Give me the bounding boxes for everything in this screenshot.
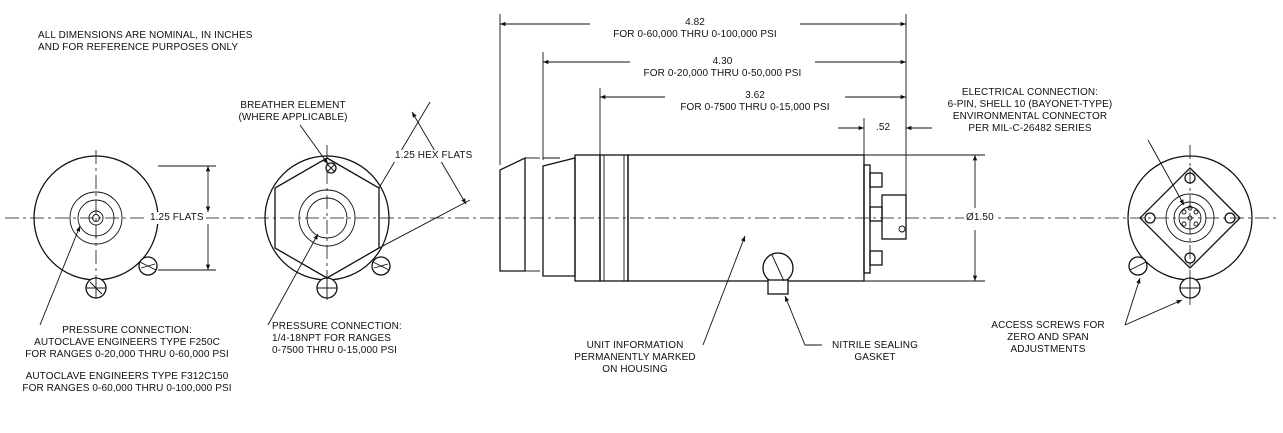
hex-flats-dim: 1.25 HEX FLATS — [393, 150, 475, 162]
front-pc-alt-line-1: AUTOCLAVE ENGINEERS TYPE F312C150 — [25, 371, 229, 382]
hex-pc-line-2: 1/4-18NPT FOR RANGES — [272, 333, 392, 344]
breather-line-2: (WHERE APPLICABLE) — [238, 112, 348, 123]
breather-element-note: BREATHER ELEMENT (WHERE APPLICABLE) — [228, 100, 358, 124]
unit-info-line-1: UNIT INFORMATION — [586, 340, 684, 351]
access-screws-note: ACCESS SCREWS FOR ZERO AND SPAN ADJUSTME… — [978, 320, 1118, 356]
front-view — [33, 150, 216, 326]
front-screw-bottom — [85, 277, 107, 299]
dim-4-82-range: FOR 0-60,000 THRU 0-100,000 PSI — [613, 29, 777, 40]
dim-3-62-range: FOR 0-7500 THRU 0-15,000 PSI — [680, 102, 830, 113]
unit-info-line-2: PERMANENTLY MARKED — [574, 352, 696, 363]
dim-4-30-value: 4.30 — [712, 56, 733, 67]
hex-view — [264, 101, 471, 326]
gasket-note: NITRILE SEALING GASKET — [820, 340, 930, 364]
rear-screw-bottom — [1179, 277, 1201, 299]
gasket-line-2: GASKET — [854, 352, 896, 363]
hex-screw-right — [371, 256, 391, 276]
side-view — [499, 14, 985, 346]
dim-4-30: 4.30 FOR 0-20,000 THRU 0-50,000 PSI — [630, 56, 815, 80]
electrical-line-3: ENVIRONMENTAL CONNECTOR — [952, 111, 1108, 122]
electrical-line-4: PER MIL-C-26482 SERIES — [968, 123, 1092, 134]
dim-4-30-range: FOR 0-20,000 THRU 0-50,000 PSI — [643, 68, 802, 79]
dim-4-82-value: 4.82 — [685, 17, 705, 28]
general-note-line-1: ALL DIMENSIONS ARE NOMINAL, IN INCHES — [38, 30, 253, 41]
front-pc-line-1: PRESSURE CONNECTION: — [62, 325, 192, 336]
hex-pressure-connection-note: PRESSURE CONNECTION: 1/4-18NPT FOR RANGE… — [272, 321, 402, 357]
front-screw-right — [138, 256, 158, 276]
unit-information-note: UNIT INFORMATION PERMANENTLY MARKED ON H… — [560, 340, 710, 376]
front-pressure-connection-alt-note: AUTOCLAVE ENGINEERS TYPE F312C150 FOR RA… — [8, 371, 246, 395]
access-line-3: ADJUSTMENTS — [1010, 344, 1086, 355]
access-line-2: ZERO AND SPAN — [1007, 332, 1089, 343]
dim-3-62: 3.62 FOR 0-7500 THRU 0-15,000 PSI — [665, 90, 845, 114]
front-pc-line-2: AUTOCLAVE ENGINEERS TYPE F250C — [34, 337, 220, 348]
hex-pc-line-1: PRESSURE CONNECTION: — [272, 321, 402, 332]
electrical-connection-note: ELECTRICAL CONNECTION: 6-PIN, SHELL 10 (… — [935, 87, 1125, 135]
front-pc-alt-line-2: FOR RANGES 0-60,000 THRU 0-100,000 PSI — [22, 383, 232, 394]
electrical-line-2: 6-PIN, SHELL 10 (BAYONET-TYPE) — [947, 99, 1113, 110]
unit-info-line-3: ON HOUSING — [602, 364, 668, 375]
hex-pc-line-3: 0-7500 THRU 0-15,000 PSI — [272, 345, 398, 356]
rear-view — [1124, 139, 1253, 326]
front-pc-line-3: FOR RANGES 0-20,000 THRU 0-60,000 PSI — [25, 349, 229, 360]
rear-screw-left — [1128, 256, 1148, 276]
general-note: ALL DIMENSIONS ARE NOMINAL, IN INCHES AN… — [38, 30, 253, 54]
dim-4-82: 4.82 FOR 0-60,000 THRU 0-100,000 PSI — [590, 17, 800, 41]
access-line-1: ACCESS SCREWS FOR — [991, 320, 1105, 331]
breather-line-1: BREATHER ELEMENT — [240, 100, 346, 111]
front-flats-dim: 1.25 FLATS — [148, 212, 206, 224]
front-pressure-connection-note: PRESSURE CONNECTION: AUTOCLAVE ENGINEERS… — [8, 325, 246, 361]
diameter-dim: Ø1.50 — [964, 212, 996, 224]
hex-screw-bottom — [316, 277, 338, 299]
dim-connector: .52 — [876, 122, 891, 133]
electrical-line-1: ELECTRICAL CONNECTION: — [961, 87, 1099, 98]
general-note-line-2: AND FOR REFERENCE PURPOSES ONLY — [38, 42, 239, 53]
dim-3-62-value: 3.62 — [745, 90, 765, 101]
gasket-line-1: NITRILE SEALING — [832, 340, 918, 351]
